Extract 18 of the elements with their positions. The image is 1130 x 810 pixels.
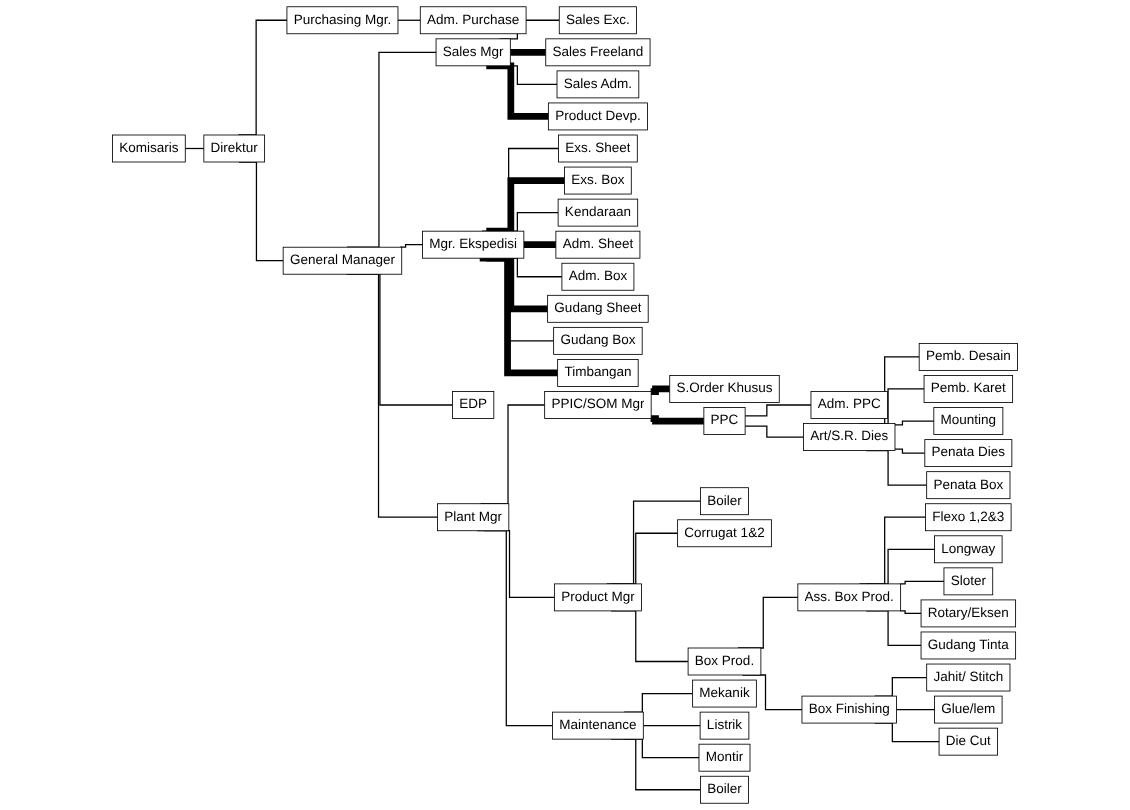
connector — [486, 62, 549, 120]
connector — [744, 425, 805, 438]
connector — [744, 404, 812, 417]
connector — [899, 580, 945, 585]
connector — [650, 385, 670, 395]
connector — [479, 254, 558, 377]
connector — [894, 420, 935, 426]
connector — [899, 610, 922, 615]
connector — [894, 448, 926, 454]
connector — [895, 708, 936, 711]
connector — [397, 19, 421, 21]
connector — [184, 147, 205, 150]
connector — [510, 48, 546, 56]
connector — [642, 725, 701, 727]
connector — [399, 244, 424, 248]
connector — [523, 241, 556, 249]
connector — [486, 177, 565, 235]
connector — [650, 415, 704, 425]
